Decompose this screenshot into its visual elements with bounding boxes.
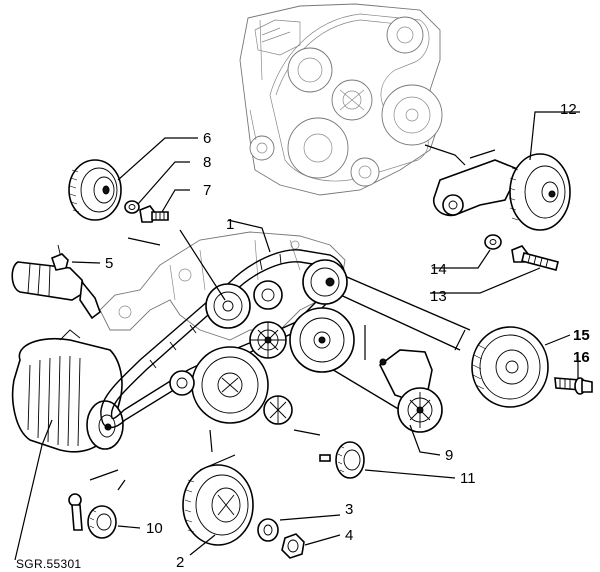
driveshaft — [11, 244, 101, 320]
callout-10: 10 — [146, 520, 163, 537]
part-6-pulley — [68, 159, 122, 221]
part-3-washer — [257, 518, 279, 542]
callout-15: 15 — [573, 327, 590, 344]
part-5-key — [51, 253, 69, 271]
part-12-tensioner — [433, 153, 571, 231]
part-2-crank-pulley — [182, 464, 254, 546]
callout-7: 7 — [203, 182, 211, 199]
alternator — [11, 329, 124, 453]
pulley-top-right — [302, 259, 348, 305]
leader-lines — [14, 111, 580, 561]
engine-inset-view — [239, 3, 443, 196]
part-16-bolt — [554, 377, 593, 395]
callout-8: 8 — [203, 154, 211, 171]
idler-pulley-upper — [205, 283, 251, 329]
callout-14: 14 — [430, 261, 447, 278]
callout-3: 3 — [345, 501, 353, 518]
callout-4: 4 — [345, 527, 353, 544]
water-pump-pulley — [289, 307, 355, 373]
part-9-tensioner-pulley — [378, 349, 443, 433]
part-4-nut — [281, 533, 305, 559]
callout-12: 12 — [560, 101, 577, 118]
alignment-lines — [89, 144, 496, 491]
small-roller-left — [169, 370, 195, 396]
crankshaft-pulley-mounted — [191, 346, 269, 424]
callout-labels: 1 2 3 4 5 6 7 8 9 10 11 12 13 14 15 16 S… — [16, 101, 590, 571]
part-14-washer — [484, 234, 502, 250]
part-11-idler — [319, 441, 365, 479]
callout-11: 11 — [460, 470, 476, 487]
callout-9: 9 — [445, 447, 453, 464]
idler-pulley-mid — [253, 280, 283, 310]
callout-16: 16 — [573, 349, 590, 366]
part-13-bolt — [511, 245, 559, 271]
part-15-pulley — [471, 326, 549, 408]
callout-13: 13 — [430, 288, 447, 305]
callout-6: 6 — [203, 130, 211, 147]
part-7-bolt — [139, 205, 169, 223]
callout-1: 1 — [226, 216, 234, 233]
callout-5: 5 — [105, 255, 113, 272]
callout-2: 2 — [176, 554, 184, 571]
small-spoked-pulley — [263, 395, 293, 425]
part-10-idler — [68, 493, 117, 539]
spoked-pulley — [249, 321, 287, 359]
part-8-washer — [124, 200, 140, 214]
reference-code: SGR.55301 — [16, 557, 81, 571]
